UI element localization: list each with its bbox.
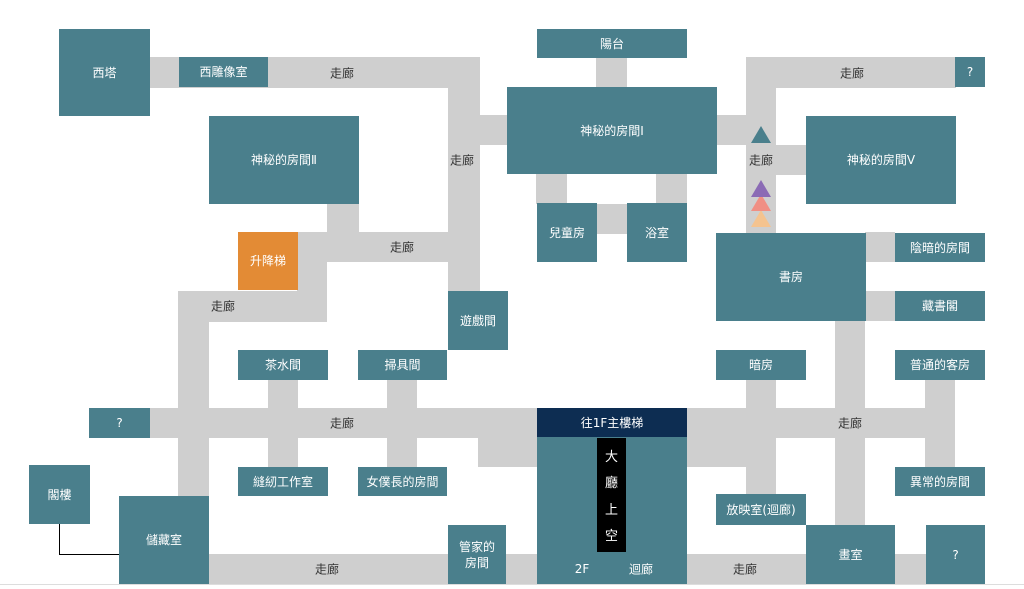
corridor-darkroom-stub	[746, 379, 776, 408]
corridor-mystery2-stub	[327, 204, 359, 234]
marker-triangle-peach	[751, 210, 771, 227]
corridor-label-left: 走廊	[210, 299, 236, 314]
corridor-mystery1-east	[716, 115, 746, 145]
attic-line-vertical	[59, 524, 60, 555]
room-janitor[interactable]: 掃具間	[358, 350, 447, 380]
corridor-guest-stub	[925, 379, 955, 467]
room-lift[interactable]: 升降梯	[238, 232, 298, 290]
room-abnormal[interactable]: 異常的房間	[895, 467, 985, 496]
hall-floor-label: 2F	[574, 562, 590, 576]
room-attic[interactable]: 閣樓	[29, 465, 90, 524]
room-balcony[interactable]: 陽台	[537, 29, 687, 58]
room-dark[interactable]: 陰暗的房間	[895, 233, 985, 262]
corridor-kids-bath	[596, 204, 627, 234]
room-west-tower[interactable]: 西塔	[59, 29, 150, 116]
corridor-label-top-left: 走廊	[329, 66, 355, 81]
room-unknown-w[interactable]: ?	[89, 408, 150, 438]
room-darkroom[interactable]: 暗房	[716, 350, 806, 380]
corridor-label-bottom-left: 走廊	[314, 562, 340, 577]
room-book-storage[interactable]: 藏書閣	[895, 291, 985, 321]
corridor-label-right-middle: 走廊	[837, 416, 863, 431]
room-butler[interactable]: 管家的 房間	[448, 525, 506, 584]
hall-void-char-3: 上	[604, 502, 618, 518]
corridor-gallery-east	[894, 554, 926, 584]
corridor-kids-stub	[536, 174, 567, 204]
room-screening[interactable]: 放映室(迴廊)	[716, 494, 806, 525]
hall-void-char-1: 大	[604, 449, 618, 465]
corridor-label-bottom-right: 走廊	[732, 562, 758, 577]
corridor-label-middle: 走廊	[329, 416, 355, 431]
stairs-to-1f[interactable]: 往1F主樓梯	[537, 408, 687, 438]
corridor-tea-stub	[268, 379, 298, 467]
room-bathroom[interactable]: 浴室	[627, 203, 687, 262]
corridor-mystery5	[746, 145, 806, 175]
corridor-label-center-vertical: 走廊	[449, 153, 475, 168]
corridor-bottom-right	[687, 554, 806, 584]
corridor-bath-stub	[656, 174, 687, 204]
room-head-maid[interactable]: 女僕長的房間	[358, 467, 447, 496]
room-unknown-se[interactable]: ?	[926, 525, 985, 584]
room-unknown-ne[interactable]: ?	[955, 57, 985, 87]
room-normal-guest[interactable]: 普通的客房	[895, 350, 985, 380]
corridor-top-right	[746, 57, 956, 88]
corridor-butler-hall	[506, 554, 538, 584]
corridor-label-top-right: 走廊	[839, 66, 865, 81]
corridor-lift	[297, 232, 480, 262]
corridor-balcony	[596, 57, 627, 89]
marker-triangle-teal	[751, 126, 771, 143]
room-study[interactable]: 書房	[716, 233, 866, 321]
room-mystery-5[interactable]: 神秘的房間Ⅴ	[806, 116, 956, 204]
corridor-right-middle-down	[687, 408, 747, 467]
room-game[interactable]: 遊戲間	[448, 291, 508, 350]
corridor-label-right-vertical: 走廊	[748, 153, 774, 168]
corridor-middle	[150, 408, 538, 438]
room-mystery-1[interactable]: 神秘的房間Ⅰ	[507, 87, 717, 174]
corridor-left-vertical	[178, 291, 209, 496]
room-sewing[interactable]: 縫紉工作室	[238, 467, 328, 496]
marker-triangle-purple	[751, 180, 771, 197]
corridor-to-mystery1	[448, 115, 508, 145]
hall-void: 大 廳 上 空	[597, 438, 626, 552]
corridor-janitor-stub	[387, 379, 417, 467]
bottom-border	[0, 584, 1024, 585]
hall-void-char-4: 空	[604, 529, 618, 545]
room-storage[interactable]: 儲藏室	[119, 496, 209, 584]
corridor-screening-stub	[746, 438, 776, 494]
corridor-label-lift: 走廊	[389, 240, 415, 255]
hall-void-char-2: 廳	[604, 476, 618, 492]
marker-triangle-pink	[751, 194, 771, 211]
corridor-bottom-left	[209, 554, 449, 584]
room-west-sculpture[interactable]: 西雕像室	[179, 57, 268, 87]
attic-line-horizontal	[59, 554, 119, 555]
corridor-middle-down	[478, 408, 538, 467]
corridor-dark-room-stub	[865, 232, 895, 262]
corridor-book-stub	[865, 291, 895, 321]
room-mystery-2[interactable]: 神秘的房間Ⅱ	[209, 116, 359, 204]
room-kids[interactable]: 兒童房	[537, 203, 597, 262]
room-tea[interactable]: 茶水間	[238, 350, 328, 380]
room-gallery[interactable]: 畫室	[806, 525, 895, 584]
hall-loop-label: 迴廊	[628, 562, 654, 577]
